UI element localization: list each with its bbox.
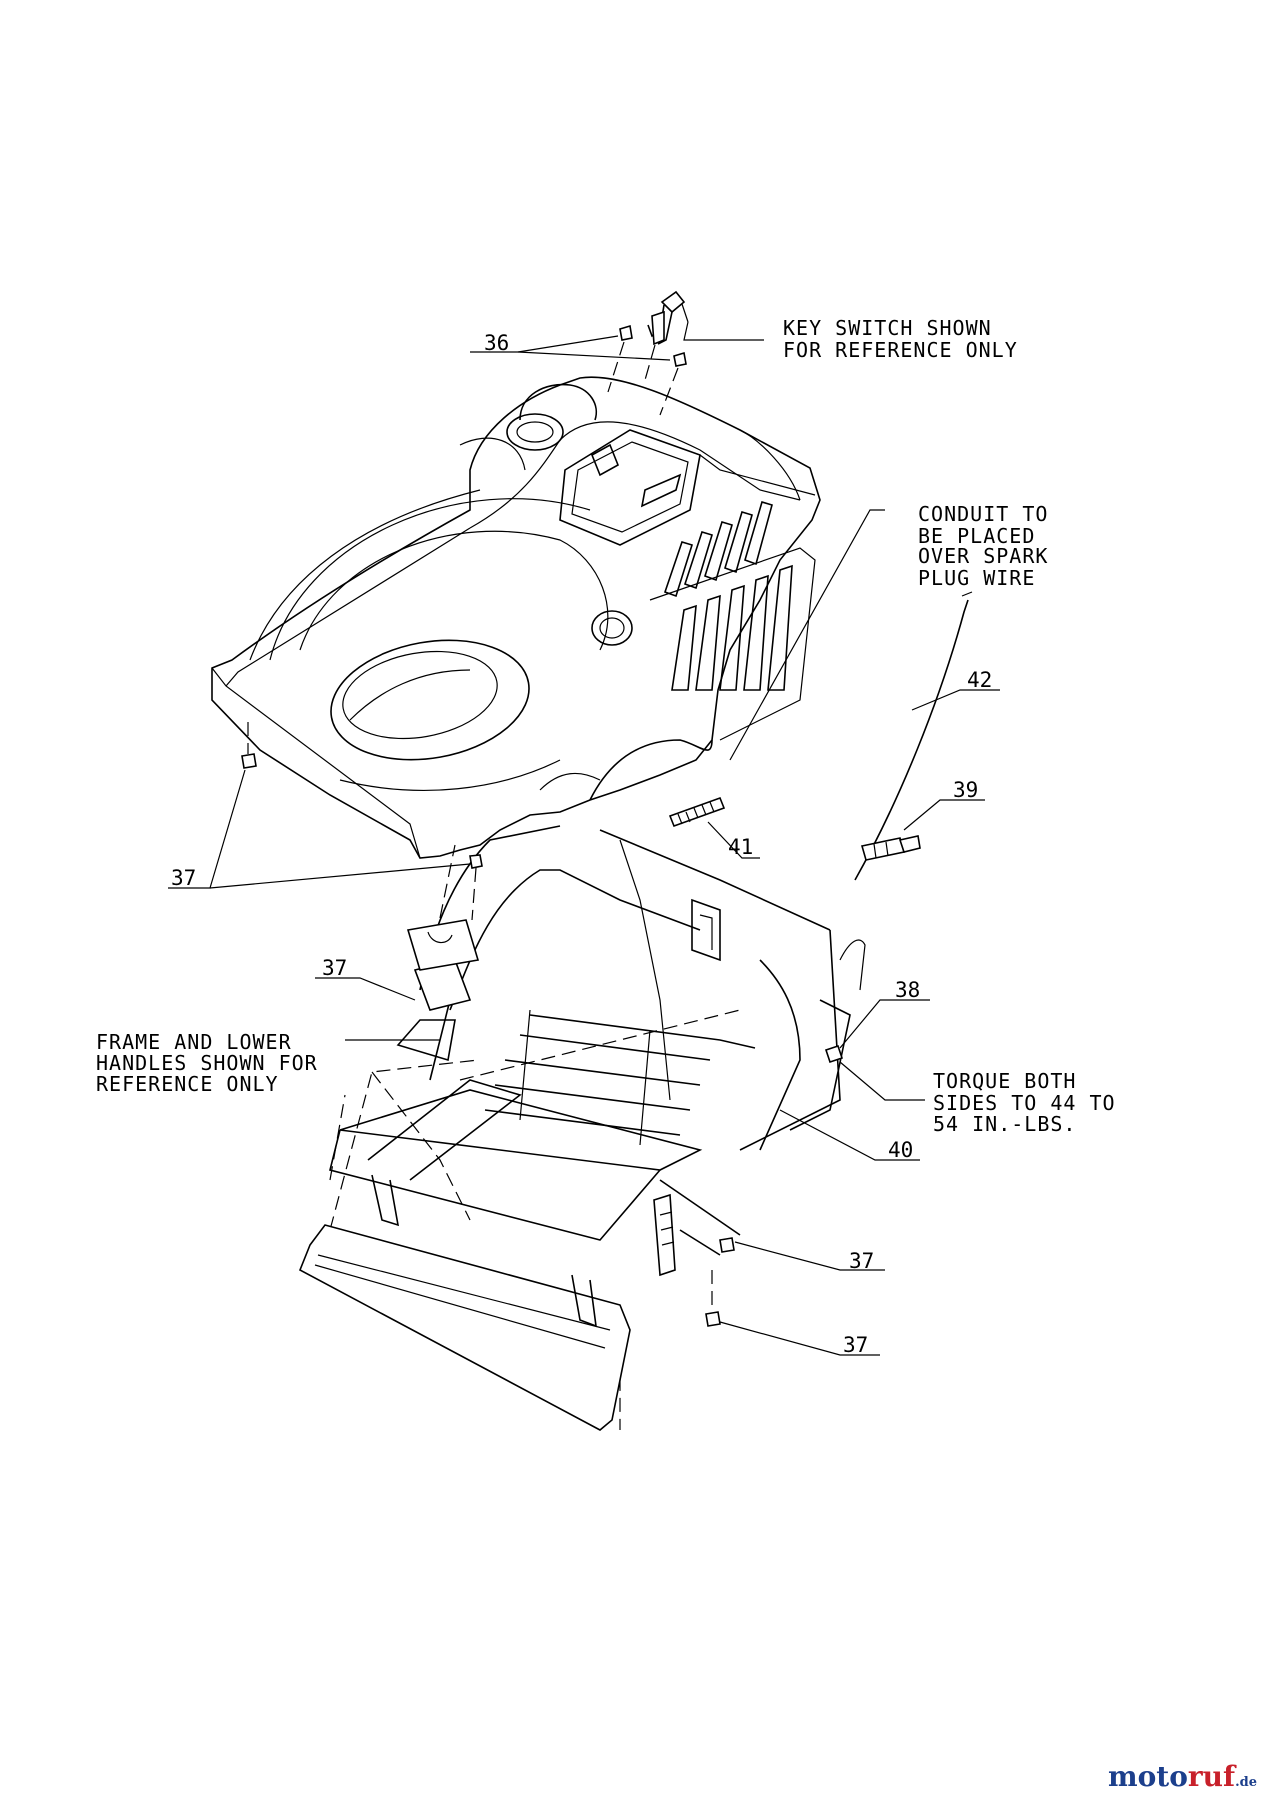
bolt-38 — [824, 1044, 844, 1064]
note-conduit-line3: OVER SPARK — [918, 544, 1048, 568]
note-torque-line3: 54 IN.-LBS. — [933, 1112, 1076, 1136]
vent-slots-upper — [663, 501, 773, 598]
note-frame-line3: REFERENCE ONLY — [96, 1072, 279, 1096]
bolt-37-right-upper — [719, 1237, 735, 1253]
note-torque: TORQUE BOTH SIDES TO 44 TO 54 IN.-LBS. — [933, 1069, 1116, 1136]
brand-part-3: .de — [1235, 1775, 1257, 1790]
brand-part-1: moto — [1108, 1760, 1188, 1793]
bolt-37-right-lower — [705, 1270, 721, 1327]
callout-37-right-upper: 37 — [849, 1249, 874, 1273]
note-conduit: CONDUIT TO BE PLACED OVER SPARK PLUG WIR… — [918, 502, 1048, 590]
callout-39: 39 — [953, 778, 978, 802]
callout-36: 36 — [484, 331, 509, 355]
note-frame-line1: FRAME AND LOWER — [96, 1030, 292, 1054]
key-switch — [644, 290, 686, 381]
brand-logo: motoruf.de — [1108, 1760, 1257, 1793]
note-conduit-line4: PLUG WIRE — [918, 566, 1035, 590]
conduit-41 — [668, 796, 726, 828]
mount-bracket — [406, 844, 480, 971]
screw-36-left — [607, 324, 633, 393]
callout-41: 41 — [728, 835, 753, 859]
brand-part-2: ruf — [1187, 1760, 1236, 1793]
frame-lower-handles — [298, 825, 866, 1431]
note-frame: FRAME AND LOWER HANDLES SHOWN FOR REFERE… — [96, 1030, 318, 1096]
note-key-switch-line2: FOR REFERENCE ONLY — [783, 338, 1018, 362]
note-key-switch: KEY SWITCH SHOWN FOR REFERENCE ONLY — [783, 316, 1018, 362]
note-key-switch-line1: KEY SWITCH SHOWN — [783, 316, 992, 340]
screw-36-right — [659, 351, 687, 416]
connector-39 — [860, 835, 921, 861]
callout-37-right-lower: 37 — [843, 1333, 868, 1357]
callout-37-left: 37 — [171, 866, 196, 890]
callout-38: 38 — [895, 978, 920, 1002]
note-frame-line2: HANDLES SHOWN FOR — [96, 1051, 318, 1075]
leader-lines — [168, 303, 1000, 1356]
note-torque-line1: TORQUE BOTH — [933, 1069, 1076, 1093]
callout-37-frame: 37 — [322, 956, 347, 980]
note-torque-line2: SIDES TO 44 TO — [933, 1091, 1116, 1115]
note-conduit-line2: BE PLACED — [918, 524, 1035, 548]
bolt-37-left — [241, 722, 257, 769]
shroud-cover — [211, 376, 821, 859]
vent-slots-lower — [671, 564, 793, 691]
callout-40: 40 — [888, 1138, 913, 1162]
callout-42: 42 — [967, 668, 992, 692]
note-conduit-line1: CONDUIT TO — [918, 502, 1048, 526]
bolt-37-mid — [469, 854, 483, 921]
